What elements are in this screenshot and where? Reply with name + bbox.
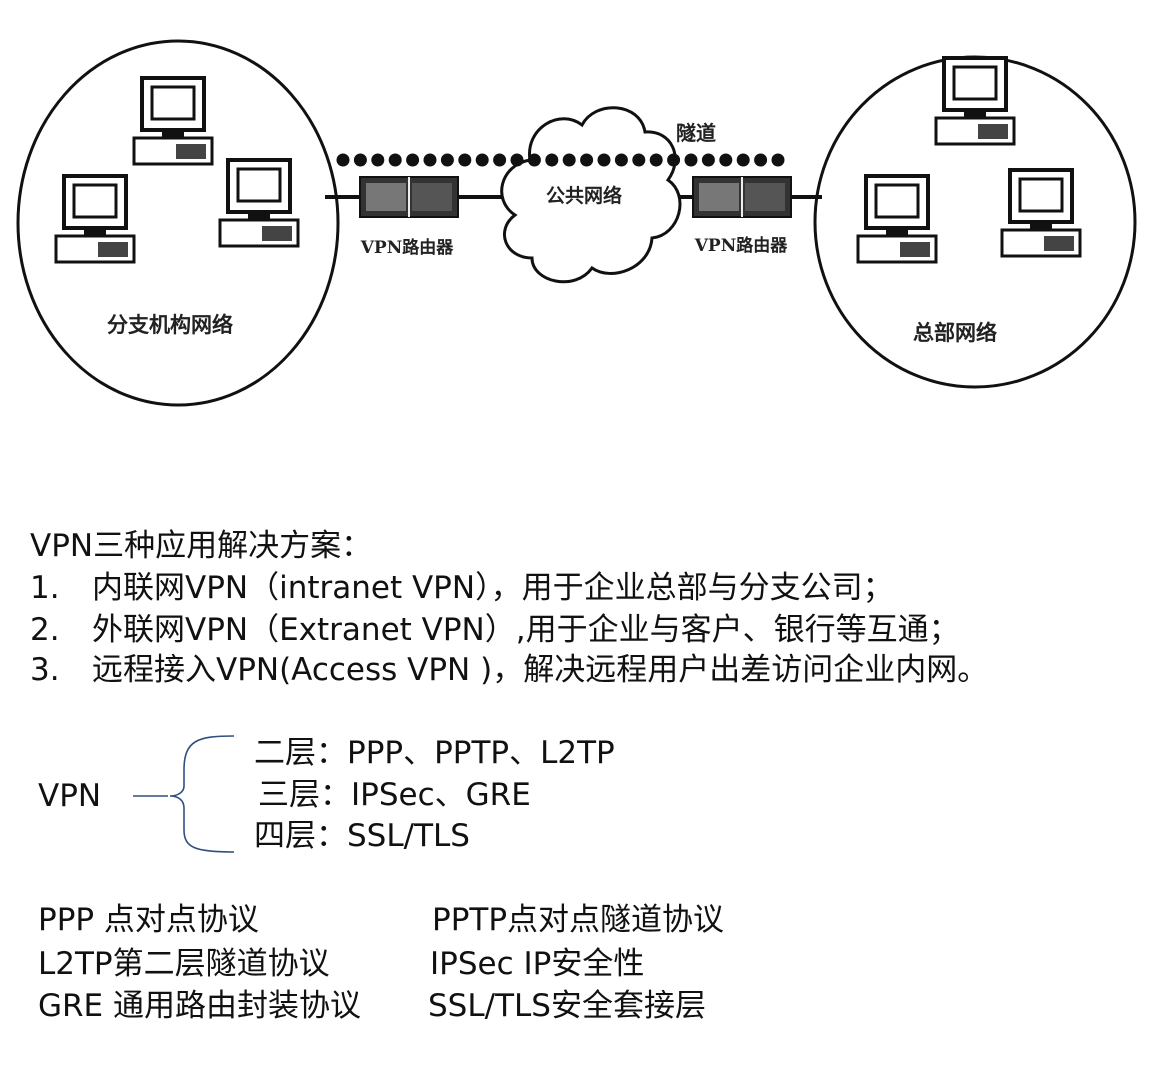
pc-icon	[54, 174, 136, 264]
public-network-cloud	[500, 106, 682, 284]
tunnel-dot	[667, 153, 681, 167]
layer-item: 二层：PPP、PPTP、L2TP	[254, 735, 615, 771]
router-right-label: VPN路由器	[694, 235, 789, 256]
vpn-network-diagram: 分支机构网络 总部网络 VPN路由器 VPN路由器 公共网络 隧道	[16, 39, 1137, 407]
layer-item: 三层：IPSec、GRE	[258, 777, 531, 813]
tunnel-dot	[371, 153, 385, 167]
solution-text: 外联网VPN（Extranet VPN）,用于企业与客户、银行等互通；	[92, 612, 960, 648]
cloud-label: 公共网络	[546, 184, 622, 207]
tunnel-dot	[719, 153, 733, 167]
glossary-left-item: GRE 通用路由封装协议	[38, 988, 362, 1024]
solution-text: 远程接入VPN(Access VPN )，解决远程用户出差访问企业内网。	[92, 652, 989, 688]
tunnel-dot	[771, 153, 785, 167]
solution-item: 3. 远程接入VPN(Access VPN )，解决远程用户出差访问企业内网。	[30, 652, 988, 688]
vpn-router-left-icon	[359, 176, 459, 218]
pc-icon	[218, 158, 300, 248]
tunnel-dot	[440, 153, 454, 167]
solutions-heading: VPN三种应用解决方案：	[30, 528, 373, 564]
tunnel-dot	[580, 153, 594, 167]
solution-item: 1. 内联网VPN（intranet VPN），用于企业总部与分支公司；	[30, 570, 894, 606]
tunnel-dot	[527, 153, 541, 167]
solution-text: 内联网VPN（intranet VPN），用于企业总部与分支公司；	[92, 570, 894, 606]
branch-network-label: 分支机构网络	[107, 312, 233, 337]
tunnel-dot	[493, 153, 507, 167]
tunnel-dot	[736, 153, 750, 167]
solution-number: 1.	[30, 570, 60, 606]
solution-number: 2.	[30, 612, 60, 648]
tunnel-dot	[475, 153, 489, 167]
solution-number: 3.	[30, 652, 60, 688]
glossary-right-item: IPSec IP安全性	[430, 946, 645, 982]
tunnel-dot	[701, 153, 715, 167]
tunnel-label: 隧道	[676, 121, 716, 145]
tunnel-dot	[353, 153, 367, 167]
tunnel-dot	[336, 153, 350, 167]
tunnel-dot	[597, 153, 611, 167]
tunnel-dots	[336, 153, 785, 167]
tunnel-dot	[649, 153, 663, 167]
layers-brace	[133, 735, 235, 853]
tunnel-dot	[754, 153, 768, 167]
pc-icon	[934, 56, 1016, 146]
tunnel-dot	[684, 153, 698, 167]
branch-network-ellipse	[16, 39, 340, 407]
layer-item: 四层：SSL/TLS	[254, 818, 470, 854]
tunnel-dot	[562, 153, 576, 167]
pc-icon	[132, 76, 214, 166]
glossary-right-item: SSL/TLS安全套接层	[428, 988, 706, 1024]
tunnel-dot	[510, 153, 524, 167]
glossary-right-item: PPTP点对点隧道协议	[432, 902, 725, 938]
pc-icon	[856, 174, 938, 264]
tunnel-dot	[545, 153, 559, 167]
layers-root-label: VPN	[38, 778, 102, 814]
tunnel-dot	[423, 153, 437, 167]
glossary-left-item: L2TP第二层隧道协议	[38, 946, 330, 982]
pc-icon	[1000, 168, 1082, 258]
router-left-label: VPN路由器	[360, 237, 455, 258]
tunnel-dot	[406, 153, 420, 167]
hq-network-label: 总部网络	[913, 320, 997, 345]
vpn-router-right-icon	[692, 176, 792, 218]
tunnel-dot	[458, 153, 472, 167]
tunnel-dot	[632, 153, 646, 167]
solution-item: 2. 外联网VPN（Extranet VPN）,用于企业与客户、银行等互通；	[30, 612, 960, 648]
glossary-left-item: PPP 点对点协议	[38, 902, 259, 938]
tunnel-dot	[388, 153, 402, 167]
tunnel-dot	[614, 153, 628, 167]
